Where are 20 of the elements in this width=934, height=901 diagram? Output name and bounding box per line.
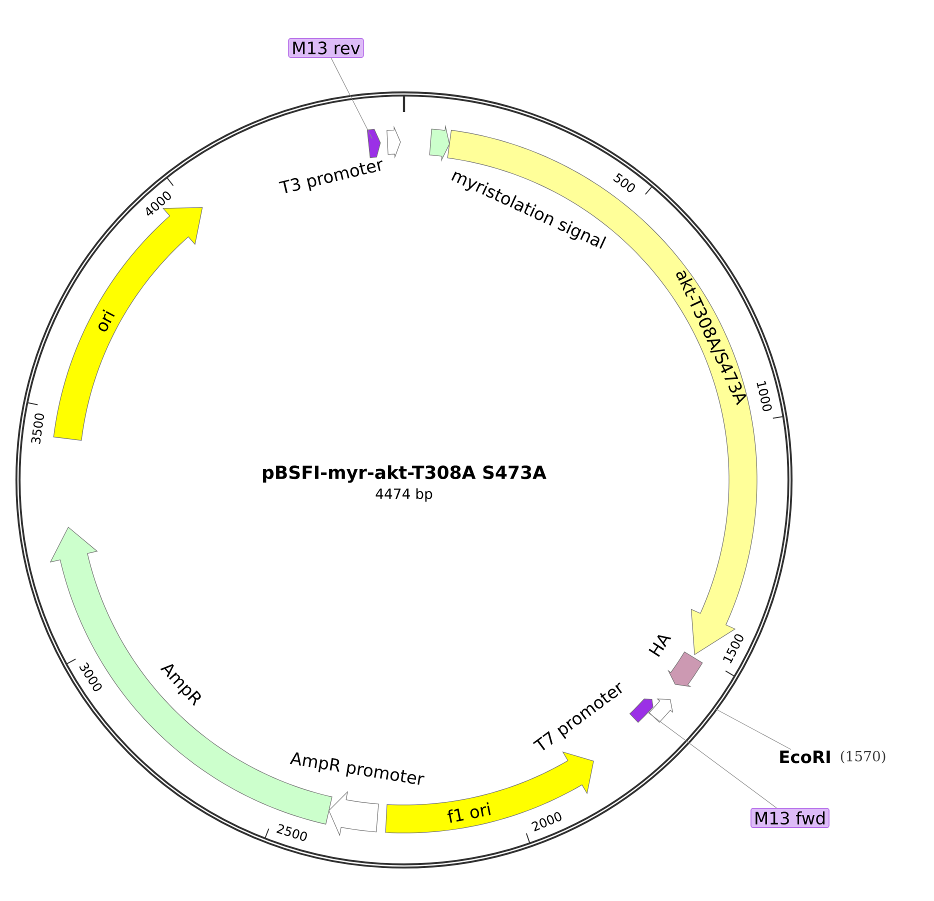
feature-label: f1 ori xyxy=(447,802,491,823)
leader-line xyxy=(716,708,792,750)
primer-site xyxy=(629,698,654,723)
primer-site xyxy=(366,128,381,158)
tick-label: 500 xyxy=(613,172,635,192)
map-title: pBSFI-myr-akt-T308A S473A xyxy=(263,465,546,483)
leader-line xyxy=(648,712,777,808)
map-size: 4474 bp xyxy=(376,488,432,502)
feature-label: HA xyxy=(648,635,672,657)
feature-label: ori xyxy=(98,309,115,332)
tick-label: 2000 xyxy=(531,812,562,832)
site-label: EcoRI xyxy=(780,750,830,764)
leader-line xyxy=(330,58,372,139)
feature-label: AmpR promoter xyxy=(290,752,424,785)
primer-label: M13 fwd xyxy=(750,808,830,828)
tick-label: 1500 xyxy=(723,634,744,664)
primer-label: M13 rev xyxy=(288,38,364,58)
tick-label: 2500 xyxy=(276,824,307,841)
site-position: (1570) xyxy=(840,750,886,764)
tick-label: 1000 xyxy=(756,381,772,412)
